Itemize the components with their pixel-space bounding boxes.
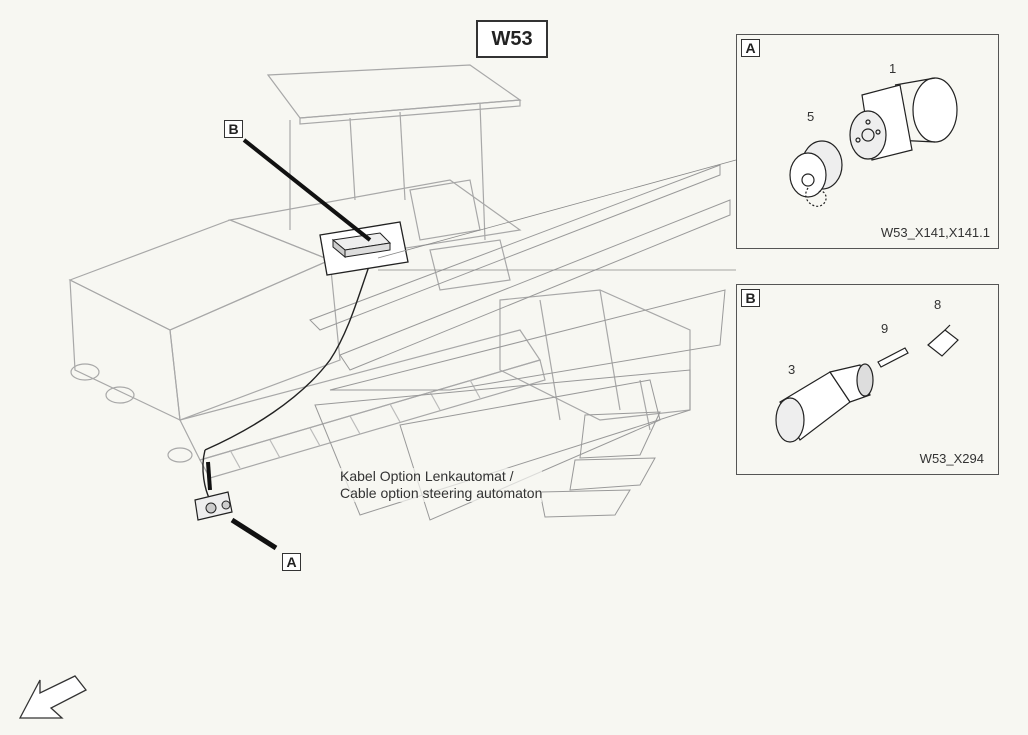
detail-panel-a: A W53_X141,X141.1 1 5 [736,34,999,249]
connector-a-part [194,491,233,521]
detail-panel-b: B W53_X294 8 9 3 [736,284,999,475]
connector-1-part [849,77,958,161]
pin-8-part [927,324,959,357]
callout-b-label: B [224,120,243,138]
cap-5-part [789,140,843,207]
callout-a-label: A [282,553,301,571]
part-number-5: 5 [807,109,815,124]
detail-a-code: W53_X141,X141.1 [880,225,990,240]
diagram-title: W53 [476,20,548,58]
part-number-3: 3 [788,362,796,377]
part-number-8: 8 [934,297,942,312]
caption-line-de: Kabel Option Lenkautomat / [340,468,514,484]
control-box-part [331,232,392,259]
detail-b-code: W53_X294 [919,451,984,466]
caption-line-en: Cable option steering automaton [340,485,543,501]
part-number-9: 9 [881,321,889,336]
detail-b-label: B [741,289,760,307]
direction-arrow-icon [18,675,87,719]
plug-3-part [775,363,874,443]
detail-a-label: A [741,39,760,57]
cable-caption: Kabel Option Lenkautomat / Cable option … [340,468,543,502]
part-number-1: 1 [889,61,897,76]
pin-9-part [877,347,909,368]
